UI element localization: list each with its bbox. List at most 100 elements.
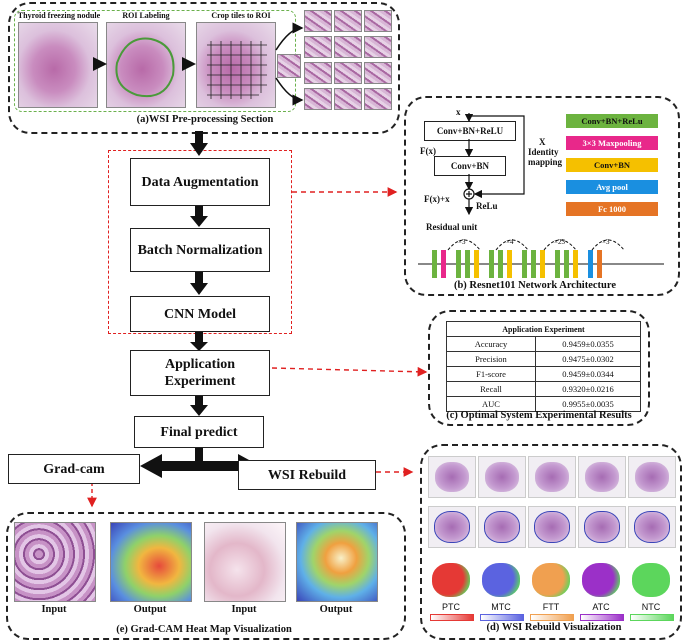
metric-name: F1-score	[446, 366, 536, 382]
wsi-slide-image	[578, 456, 626, 498]
section-b-frame	[404, 96, 680, 296]
resnet-layer-strip: ×3 ×4 ×23 ×3	[418, 238, 664, 278]
thyroid-slide-image	[18, 22, 98, 108]
layer-block-6	[498, 250, 503, 278]
repeat-label-2: ×23	[554, 238, 565, 246]
wsi-prediction-map-atc	[578, 560, 624, 600]
wsi-slide-image	[528, 456, 576, 498]
legend-item-4: Fc 1000	[566, 202, 658, 216]
wsi-prediction-map-ntc	[628, 560, 674, 600]
tile-mosaic	[304, 10, 392, 110]
metric-value: 0.9320±0.0216	[535, 381, 641, 397]
resnet-relu-label: ReLu	[476, 201, 498, 211]
gradcam-label-input-1: Input	[41, 604, 67, 615]
section-e-caption: (e) Grad-CAM Heat Map Visualization	[116, 624, 292, 635]
metric-name: Recall	[446, 381, 536, 397]
gradcam-output-1-image	[110, 522, 192, 602]
metric-value: 0.9459±0.0355	[535, 336, 641, 352]
gradcam-input-2-image	[204, 522, 286, 602]
gradcam-label-output-2: Output	[319, 604, 353, 615]
wsi-prediction-map-mtc	[478, 560, 524, 600]
repeat-label-1: ×4	[506, 238, 514, 246]
section-c-frame	[428, 310, 650, 426]
section-b-caption: (b) Resnet101 Network Architecture	[453, 280, 617, 291]
legend-item-1: 3×3 Maxpooling	[566, 136, 658, 150]
grad-cam-box: Grad-cam	[8, 454, 140, 484]
layer-block-1	[441, 250, 446, 278]
resnet-x-identity-label: X	[539, 137, 546, 147]
metric-name: Accuracy	[446, 336, 536, 352]
layer-block-13	[573, 250, 578, 278]
repeat-loop-1	[495, 239, 529, 251]
metric-value: 0.9459±0.0344	[535, 366, 641, 382]
resnet-conv-bn-box: Conv+BN	[434, 156, 506, 176]
metric-value: 0.9475±0.0302	[535, 351, 641, 367]
wsi-slide-image	[478, 506, 526, 548]
class-color-bar-ntc	[630, 614, 674, 621]
batch-normalization-box: Batch Normalization	[130, 228, 270, 272]
resnet-fx-label: F(x)	[420, 146, 436, 156]
cnn-model-box: CNN Model	[130, 296, 270, 332]
class-color-bar-ftt	[530, 614, 574, 621]
table-title: Application Experiment	[446, 321, 641, 337]
gradcam-label-input-2: Input	[231, 604, 257, 615]
resnet-conv-bn-relu-box: Conv+BN+ReLU	[424, 121, 516, 141]
section-d-frame	[420, 444, 682, 640]
legend-item-3: Avg pool	[566, 180, 658, 194]
legend-item-2: Conv+BN	[566, 158, 658, 172]
resnet-fx-plus-x-label: F(x)+x	[424, 194, 450, 204]
layer-block-0	[432, 250, 437, 278]
wsi-slide-image	[428, 456, 476, 498]
gradcam-output-2-image	[296, 522, 378, 602]
resnet-mapping-label: mapping	[528, 157, 563, 167]
layer-block-7	[507, 250, 512, 278]
section-e-frame	[6, 512, 406, 640]
class-color-bar-atc	[580, 614, 624, 621]
section-d-caption: (d) WSI Rebuild Visualization	[486, 622, 622, 633]
gradcam-input-1-image	[14, 522, 96, 602]
layer-block-14	[588, 250, 593, 278]
section-a-caption: (a)WSI Pre-processing Section	[136, 114, 274, 125]
metric-name: AUC	[446, 396, 536, 412]
resnet-residual-unit-label: Residual unit	[426, 222, 478, 232]
repeat-loop-3	[591, 239, 625, 251]
repeat-label-3: ×3	[602, 238, 610, 246]
wsi-slide-image	[628, 506, 676, 548]
layer-block-4	[474, 250, 479, 278]
metric-value: 0.9955±0.0035	[535, 396, 641, 412]
wsi-slide-image	[578, 506, 626, 548]
section-c-caption: (c) Optimal System Experimental Results	[446, 410, 632, 421]
layer-block-9	[531, 250, 536, 278]
wsi-slide-image	[628, 456, 676, 498]
repeat-loop-0	[447, 239, 481, 251]
section-a-frame	[8, 2, 400, 134]
legend-item-0: Conv+BN+ReLu	[566, 114, 658, 128]
repeat-label-0: ×3	[458, 238, 466, 246]
class-color-bar-ptc	[430, 614, 474, 621]
wsi-slide-image	[478, 456, 526, 498]
tile-grid	[207, 41, 267, 99]
final-predict-box: Final predict	[134, 416, 264, 448]
class-label-mtc: MTC	[491, 602, 511, 612]
layer-block-11	[555, 250, 560, 278]
class-color-bar-mtc	[480, 614, 524, 621]
resnet-x-label: x	[456, 107, 461, 117]
layer-block-12	[564, 250, 569, 278]
class-label-ptc: PTC	[442, 602, 460, 612]
roi-outline	[115, 37, 175, 97]
metric-name: Precision	[446, 351, 536, 367]
class-label-ftt: FTT	[542, 602, 560, 612]
repeat-loop-2	[543, 239, 577, 251]
layer-block-10	[540, 250, 545, 278]
step1-label: Thyroid freezing nodule	[17, 11, 101, 20]
class-label-atc: ATC	[592, 602, 610, 612]
step3-label: Crop tiles to ROI	[211, 11, 271, 20]
roi-labeling-image	[106, 22, 186, 108]
wsi-prediction-map-ptc	[428, 560, 474, 600]
zoomed-tile-image	[277, 54, 301, 78]
application-experiment-box: Application Experiment	[130, 350, 270, 396]
step2-label: ROI Labeling	[122, 11, 170, 20]
